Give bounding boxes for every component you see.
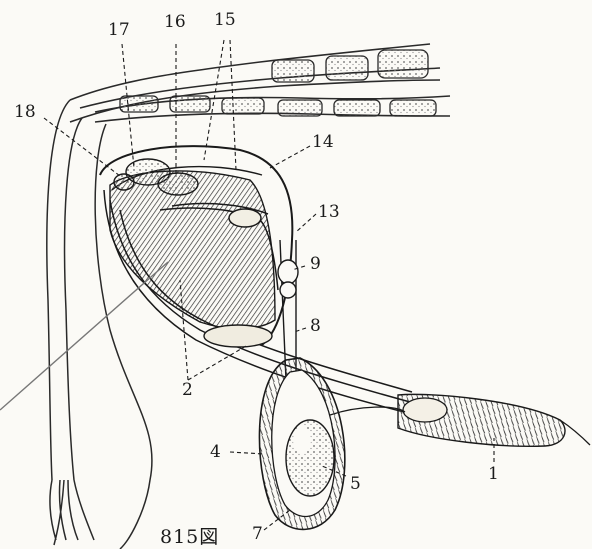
- figure-caption: 815図: [160, 522, 219, 549]
- label-5: 5: [350, 476, 361, 493]
- label-18: 18: [14, 104, 36, 121]
- label-15: 15: [214, 12, 236, 29]
- label-8: 8: [310, 318, 321, 335]
- tail: [47, 100, 94, 545]
- label-9: 9: [310, 256, 321, 273]
- testis-highlight: [293, 426, 311, 454]
- vertebrae: [120, 50, 436, 116]
- label-17: 17: [108, 22, 130, 39]
- label-1: 1: [488, 466, 499, 483]
- label-7: 7: [252, 526, 263, 543]
- glans: [403, 398, 447, 422]
- bulbourethral-gland: [204, 325, 272, 347]
- testis: [286, 420, 334, 496]
- label-2: 2: [182, 382, 193, 399]
- label-4: 4: [210, 444, 221, 461]
- pelvic-muscle-mass: [110, 171, 275, 329]
- pointer-line: [0, 262, 168, 410]
- label-13: 13: [318, 204, 340, 221]
- label-16: 16: [164, 14, 186, 31]
- label-14: 14: [312, 134, 334, 151]
